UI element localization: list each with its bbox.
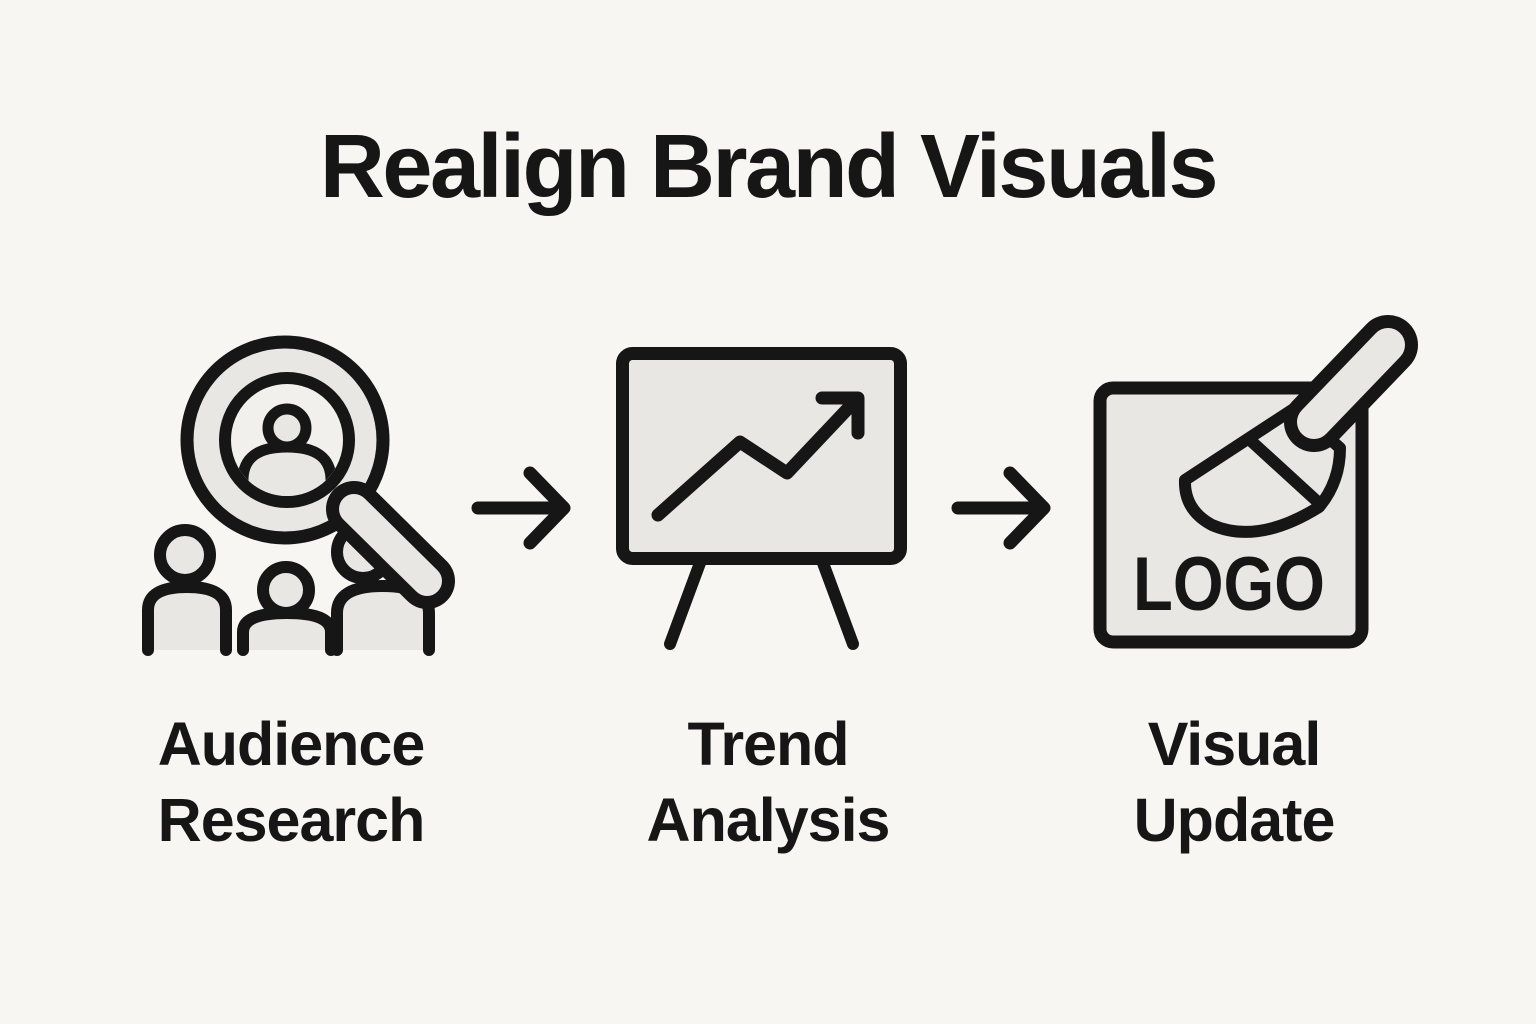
trend-arrow-icon: [651, 391, 865, 522]
step-label-visual-update: Visual Update: [1054, 706, 1414, 858]
audience-research-icon: [142, 335, 455, 656]
right-arrow-icon: [471, 466, 571, 550]
visual-update-icon: LOGO: [1093, 315, 1418, 649]
step-label-audience-research: Audience Research: [111, 706, 471, 858]
label-line: Visual: [1147, 710, 1322, 778]
magnifier-handle: [326, 481, 455, 609]
magnifier-icon: [180, 335, 455, 609]
trend-analysis-icon: [616, 347, 907, 650]
logo-text: LOGO: [1133, 542, 1325, 627]
page-title: Realign Brand Visuals: [319, 117, 1219, 217]
label-line: Research: [157, 786, 426, 854]
paintbrush-icon: [1179, 315, 1418, 538]
easel-legs: [664, 557, 859, 650]
label-line: Trend: [687, 710, 849, 778]
step-label-trend-analysis: Trend Analysis: [588, 706, 948, 858]
right-arrow-icon: [951, 466, 1051, 550]
label-line: Audience: [157, 710, 426, 778]
label-line: Analysis: [646, 786, 891, 854]
label-line: Update: [1133, 786, 1336, 854]
